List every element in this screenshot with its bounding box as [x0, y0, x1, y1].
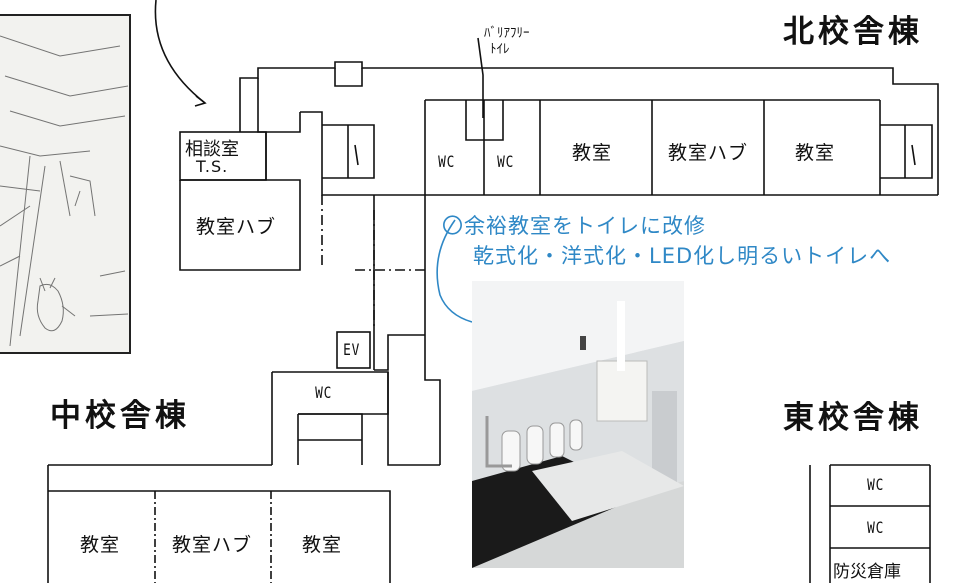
north-building-title: 北校舎棟	[783, 14, 923, 50]
sketch-arrow	[154, 0, 206, 104]
classroom-middle-2-label: 教室	[302, 534, 343, 556]
wc-east-1-label: WC	[867, 475, 885, 494]
east-building-title: 東校舎棟	[783, 400, 923, 436]
toilet-photo	[472, 281, 684, 568]
hub-north-label: 教室ハブ	[668, 142, 749, 164]
renovation-note-line2: 乾式化・洋式化・LED化し明るいトイレへ	[473, 244, 892, 268]
toilet-photo-image	[472, 281, 684, 568]
ts-label: T.S.	[196, 157, 229, 176]
wc-middle-label: WC	[315, 383, 333, 402]
barrier-free-label-line1: ﾊﾞﾘｱﾌﾘｰ	[484, 26, 530, 41]
sketch-illustration	[0, 14, 131, 354]
disaster-storage-label: 防災倉庫	[833, 562, 901, 582]
renovation-note-line1: 〇余裕教室をトイレに改修	[442, 214, 706, 238]
consult-room-label: 相談室	[185, 139, 239, 160]
wc-east-2-label: WC	[867, 518, 885, 537]
classroom-north-2-label: 教室	[795, 142, 836, 164]
hub-middle-label: 教室ハブ	[172, 534, 253, 556]
classroom-middle-1-label: 教室	[80, 534, 121, 556]
middle-building-title: 中校舎棟	[50, 398, 190, 434]
ev-label: EV	[343, 340, 361, 359]
sketch-drawing	[0, 35, 129, 347]
wc-label-2: WC	[497, 152, 515, 171]
barrier-free-label-line2: ﾄｲﾚ	[490, 42, 510, 57]
classroom-north-1-label: 教室	[572, 142, 613, 164]
sketch-arrow-head	[194, 95, 207, 107]
wc-label-1: WC	[438, 152, 456, 171]
hub-left-label: 教室ハブ	[196, 216, 277, 238]
note-arrow	[436, 219, 473, 323]
